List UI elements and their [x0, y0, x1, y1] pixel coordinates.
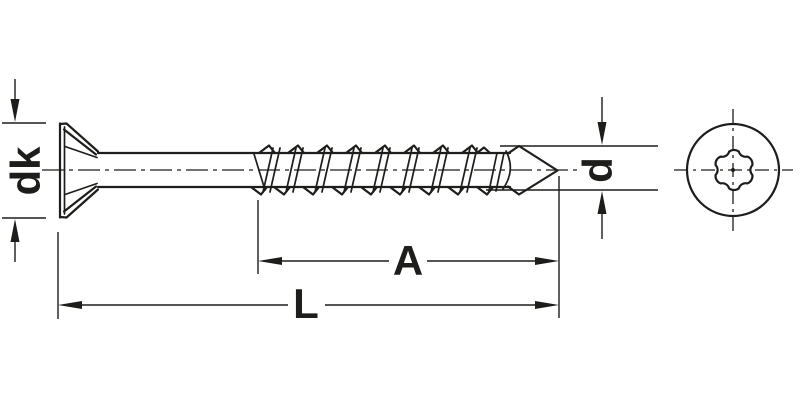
d-arrow-bottom — [597, 191, 607, 214]
thread-crests-top — [257, 144, 492, 155]
dk-extension-lines — [2, 122, 46, 219]
a-arrow-left — [258, 257, 282, 265]
d-dimension-label: d — [574, 157, 621, 183]
dk-dimension-label: dk — [2, 146, 49, 196]
end-view-center-dot — [731, 168, 735, 172]
a-dimension-label: A — [393, 237, 423, 284]
l-dimension-label: L — [293, 280, 319, 327]
d-extension-lines — [486, 145, 658, 191]
d-dimension: d — [486, 97, 658, 239]
l-extension-lines — [57, 176, 560, 319]
l-arrow-right — [535, 301, 559, 309]
a-dimension: A — [257, 200, 559, 284]
d-arrow-top — [597, 122, 607, 145]
head-cone-lines — [64, 145, 98, 196]
head-top-bevel-inner — [62, 128, 98, 156]
head-bottom-bevel-outer — [58, 188, 100, 219]
head-top-bevel-outer — [58, 122, 100, 153]
thread-crests-bottom — [249, 185, 495, 196]
screw-side-view — [42, 122, 580, 219]
dk-arrow-bottom — [10, 219, 20, 242]
screw-end-view — [674, 109, 793, 231]
l-arrow-left — [58, 301, 82, 309]
dk-arrow-top — [10, 99, 20, 122]
dk-dimension: dk — [2, 79, 49, 262]
torx-recess — [714, 148, 754, 192]
a-arrow-right — [535, 257, 559, 265]
l-dimension: L — [57, 176, 560, 327]
head-bottom-bevel-inner — [62, 185, 98, 213]
screw-head — [58, 122, 100, 219]
